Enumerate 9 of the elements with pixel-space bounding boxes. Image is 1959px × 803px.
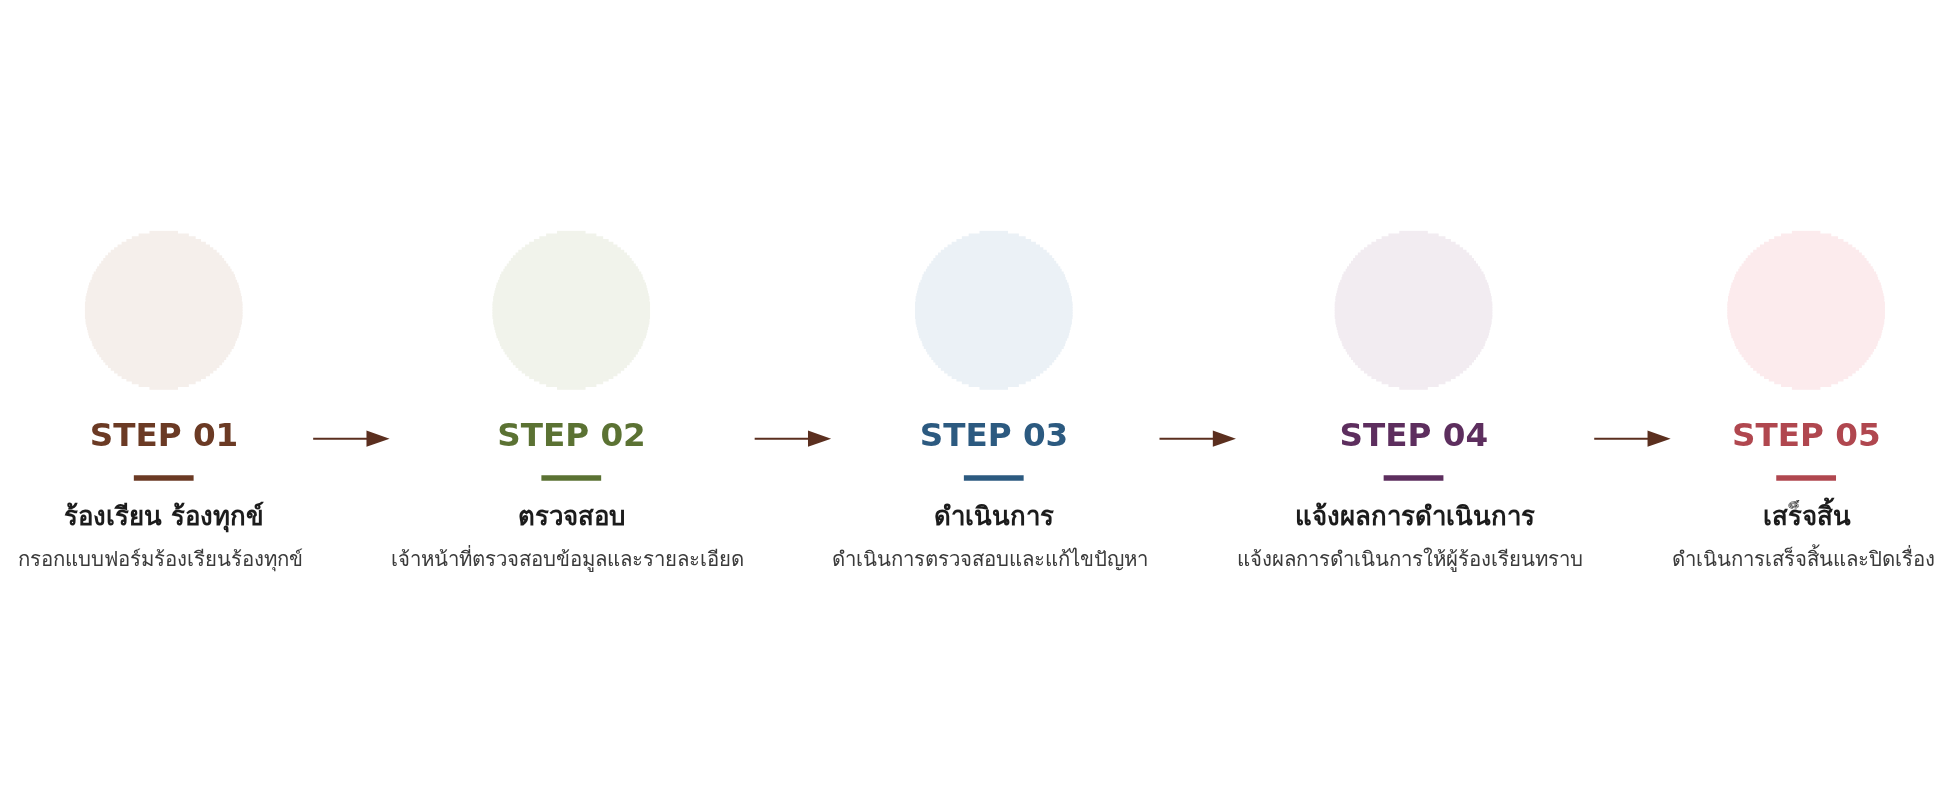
node-text: STEP 05 เสร็จสิ้น ดำเนินการเสร็จสิ้นและปิดเรื่อง bbox=[1671, 415, 1935, 571]
arrow bbox=[313, 430, 390, 447]
node-text: STEP 02 ตรวจสอบ เจ้าหน้าที่ตรวจสอบข้อมูลและรายละเอียด bbox=[391, 415, 745, 571]
node-text: STEP 04 แจ้งผลการดำเนินการ แจ้งผลการดำเนินการให้ผู้ร้องเรียนทราบ bbox=[1236, 415, 1583, 571]
arrow bbox=[754, 430, 832, 447]
node-text: STEP 03 ดำเนินการ ดำเนินการตรวจสอบและแก้ไขปัญหา bbox=[832, 415, 1149, 571]
arrow bbox=[1159, 430, 1236, 447]
arrow bbox=[1594, 430, 1671, 447]
node-text: STEP 01 ร้องเรียน ร้องทุกข์ กรอกแบบฟอร์มร้องเรียนร้องทุกข์ bbox=[18, 415, 304, 571]
